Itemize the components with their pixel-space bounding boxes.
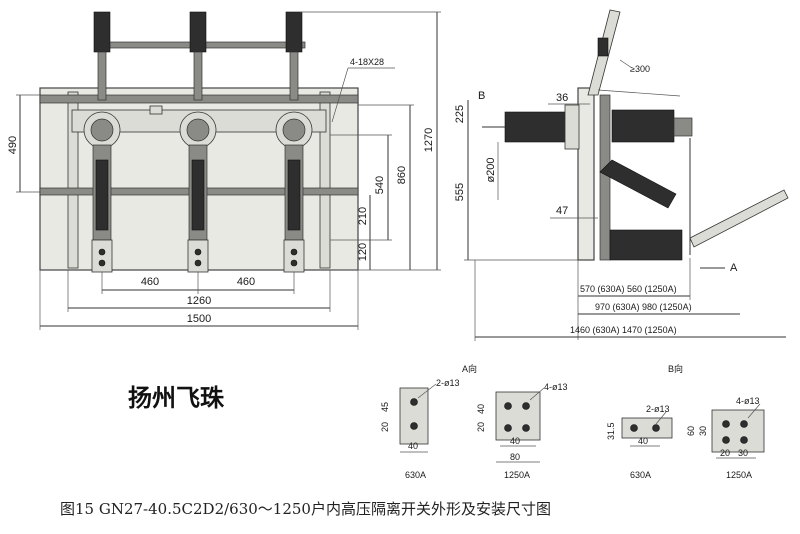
top-insulator-1: [93, 11, 111, 53]
terminal-3: [283, 239, 305, 273]
insulator-upper-right: [611, 109, 675, 143]
detail-a-630-holes: 2-ø13: [436, 378, 460, 388]
detail-b-1250-30: 30: [698, 426, 708, 436]
detail-a-1250-20: 20: [476, 422, 486, 432]
dim-36: 36: [556, 92, 568, 104]
blade-core-3: [287, 159, 301, 231]
pole-2: [179, 11, 217, 273]
dim-540: 540: [374, 176, 386, 194]
detail-a-1250-40b: 40: [510, 436, 520, 446]
pole-rod-3: [289, 51, 299, 101]
detail-b-630-315: 31.5: [606, 422, 616, 440]
top-insulator-2: [189, 11, 207, 53]
detail-b-1250-30b: 30: [738, 448, 748, 458]
detail-b-630-holes: 2-ø13: [646, 404, 670, 414]
dim-225: 225: [454, 105, 466, 123]
frame-post-left: [67, 91, 79, 269]
detail-a-1250-40: 40: [476, 404, 486, 414]
terminal-2: [187, 239, 209, 273]
label-a: A: [730, 262, 738, 274]
dim-970-980: 970 (630A) 980 (1250A): [595, 302, 692, 312]
dim-120: 120: [357, 243, 369, 261]
detail-b: B向 2-ø13 31.5 40 630A 4-ø13 60 30 20 30 …: [606, 363, 765, 480]
dim-1270: 1270: [423, 128, 435, 152]
side-support: [599, 94, 611, 261]
detail-b-1250-rating: 1250A: [726, 470, 752, 480]
side-view: B A ≥300 225 555 36 ø200 47 570 (630A) 5…: [454, 9, 789, 341]
detail-a: A向 2-ø13 45 20 40 630A 4-ø13 40 20 40 80…: [380, 363, 568, 480]
detail-b-630-40: 40: [638, 436, 648, 446]
dim-555: 555: [454, 183, 466, 201]
terminal-b-630: [621, 417, 673, 439]
pole-3: [275, 11, 313, 273]
detail-a-630-40: 40: [408, 441, 418, 451]
detail-b-630-rating: 630A: [630, 470, 651, 480]
terminal-a-1250: [495, 391, 541, 441]
front-view: 490 1270 860 540 210 120 460 460: [7, 11, 441, 330]
detail-a-1250-holes: 4-ø13: [544, 382, 568, 392]
detail-a-630-45: 45: [380, 402, 390, 412]
detail-a-1250-80: 80: [510, 452, 520, 462]
mounting-holes-label: 4-18X28: [350, 57, 384, 67]
dim-460-right: 460: [237, 276, 255, 288]
blade-core-2: [191, 159, 205, 231]
pole-rod-2: [193, 51, 203, 101]
open-blade: [689, 189, 789, 248]
detail-b-1250-holes: 4-ø13: [736, 396, 760, 406]
dim-460-left: 460: [141, 276, 159, 288]
detail-b-1250-20: 20: [720, 448, 730, 458]
pole-rod-1: [97, 51, 107, 101]
detail-a-1250-rating: 1250A: [504, 470, 530, 480]
dim-phi200: ø200: [485, 157, 497, 182]
terminal-a-630: [399, 387, 429, 445]
insulator-diagonal: [599, 159, 677, 209]
dim-570-560: 570 (630A) 560 (1250A): [580, 284, 677, 294]
dim-490: 490: [7, 136, 19, 154]
detail-b-title: B向: [668, 363, 683, 374]
dim-300: ≥300: [630, 64, 650, 74]
top-insulator-3: [285, 11, 303, 53]
dim-860: 860: [396, 166, 408, 184]
frame-post-right: [319, 91, 331, 269]
brand-text: 扬州飞珠: [128, 383, 225, 412]
detail-a-630-20: 20: [380, 422, 390, 432]
front-dimensions: 490 1270 860 540 210 120 460 460: [7, 11, 441, 330]
insulator-lower: [609, 229, 683, 261]
dim-1260: 1260: [187, 295, 211, 307]
insulator-upper-left: [504, 111, 566, 143]
terminal-1: [91, 239, 113, 273]
terminal-b-1250: [711, 409, 765, 453]
blade-core-1: [95, 159, 109, 231]
dim-47: 47: [556, 205, 568, 217]
side-frame-post: [577, 87, 595, 261]
dim-1460-1470: 1460 (630A) 1470 (1250A): [570, 325, 677, 335]
dim-1500: 1500: [187, 313, 211, 325]
figure-caption: 图15 GN27-40.5C2D2/630～1250户内高压隔离开关外形及安装尺…: [60, 500, 551, 518]
label-b: B: [478, 90, 485, 102]
detail-a-title: A向: [462, 363, 477, 374]
detail-b-1250-60: 60: [686, 426, 696, 436]
dim-210: 210: [357, 207, 369, 225]
nameplate: [149, 105, 163, 115]
detail-a-630-rating: 630A: [405, 470, 426, 480]
pole-1: [83, 11, 121, 273]
